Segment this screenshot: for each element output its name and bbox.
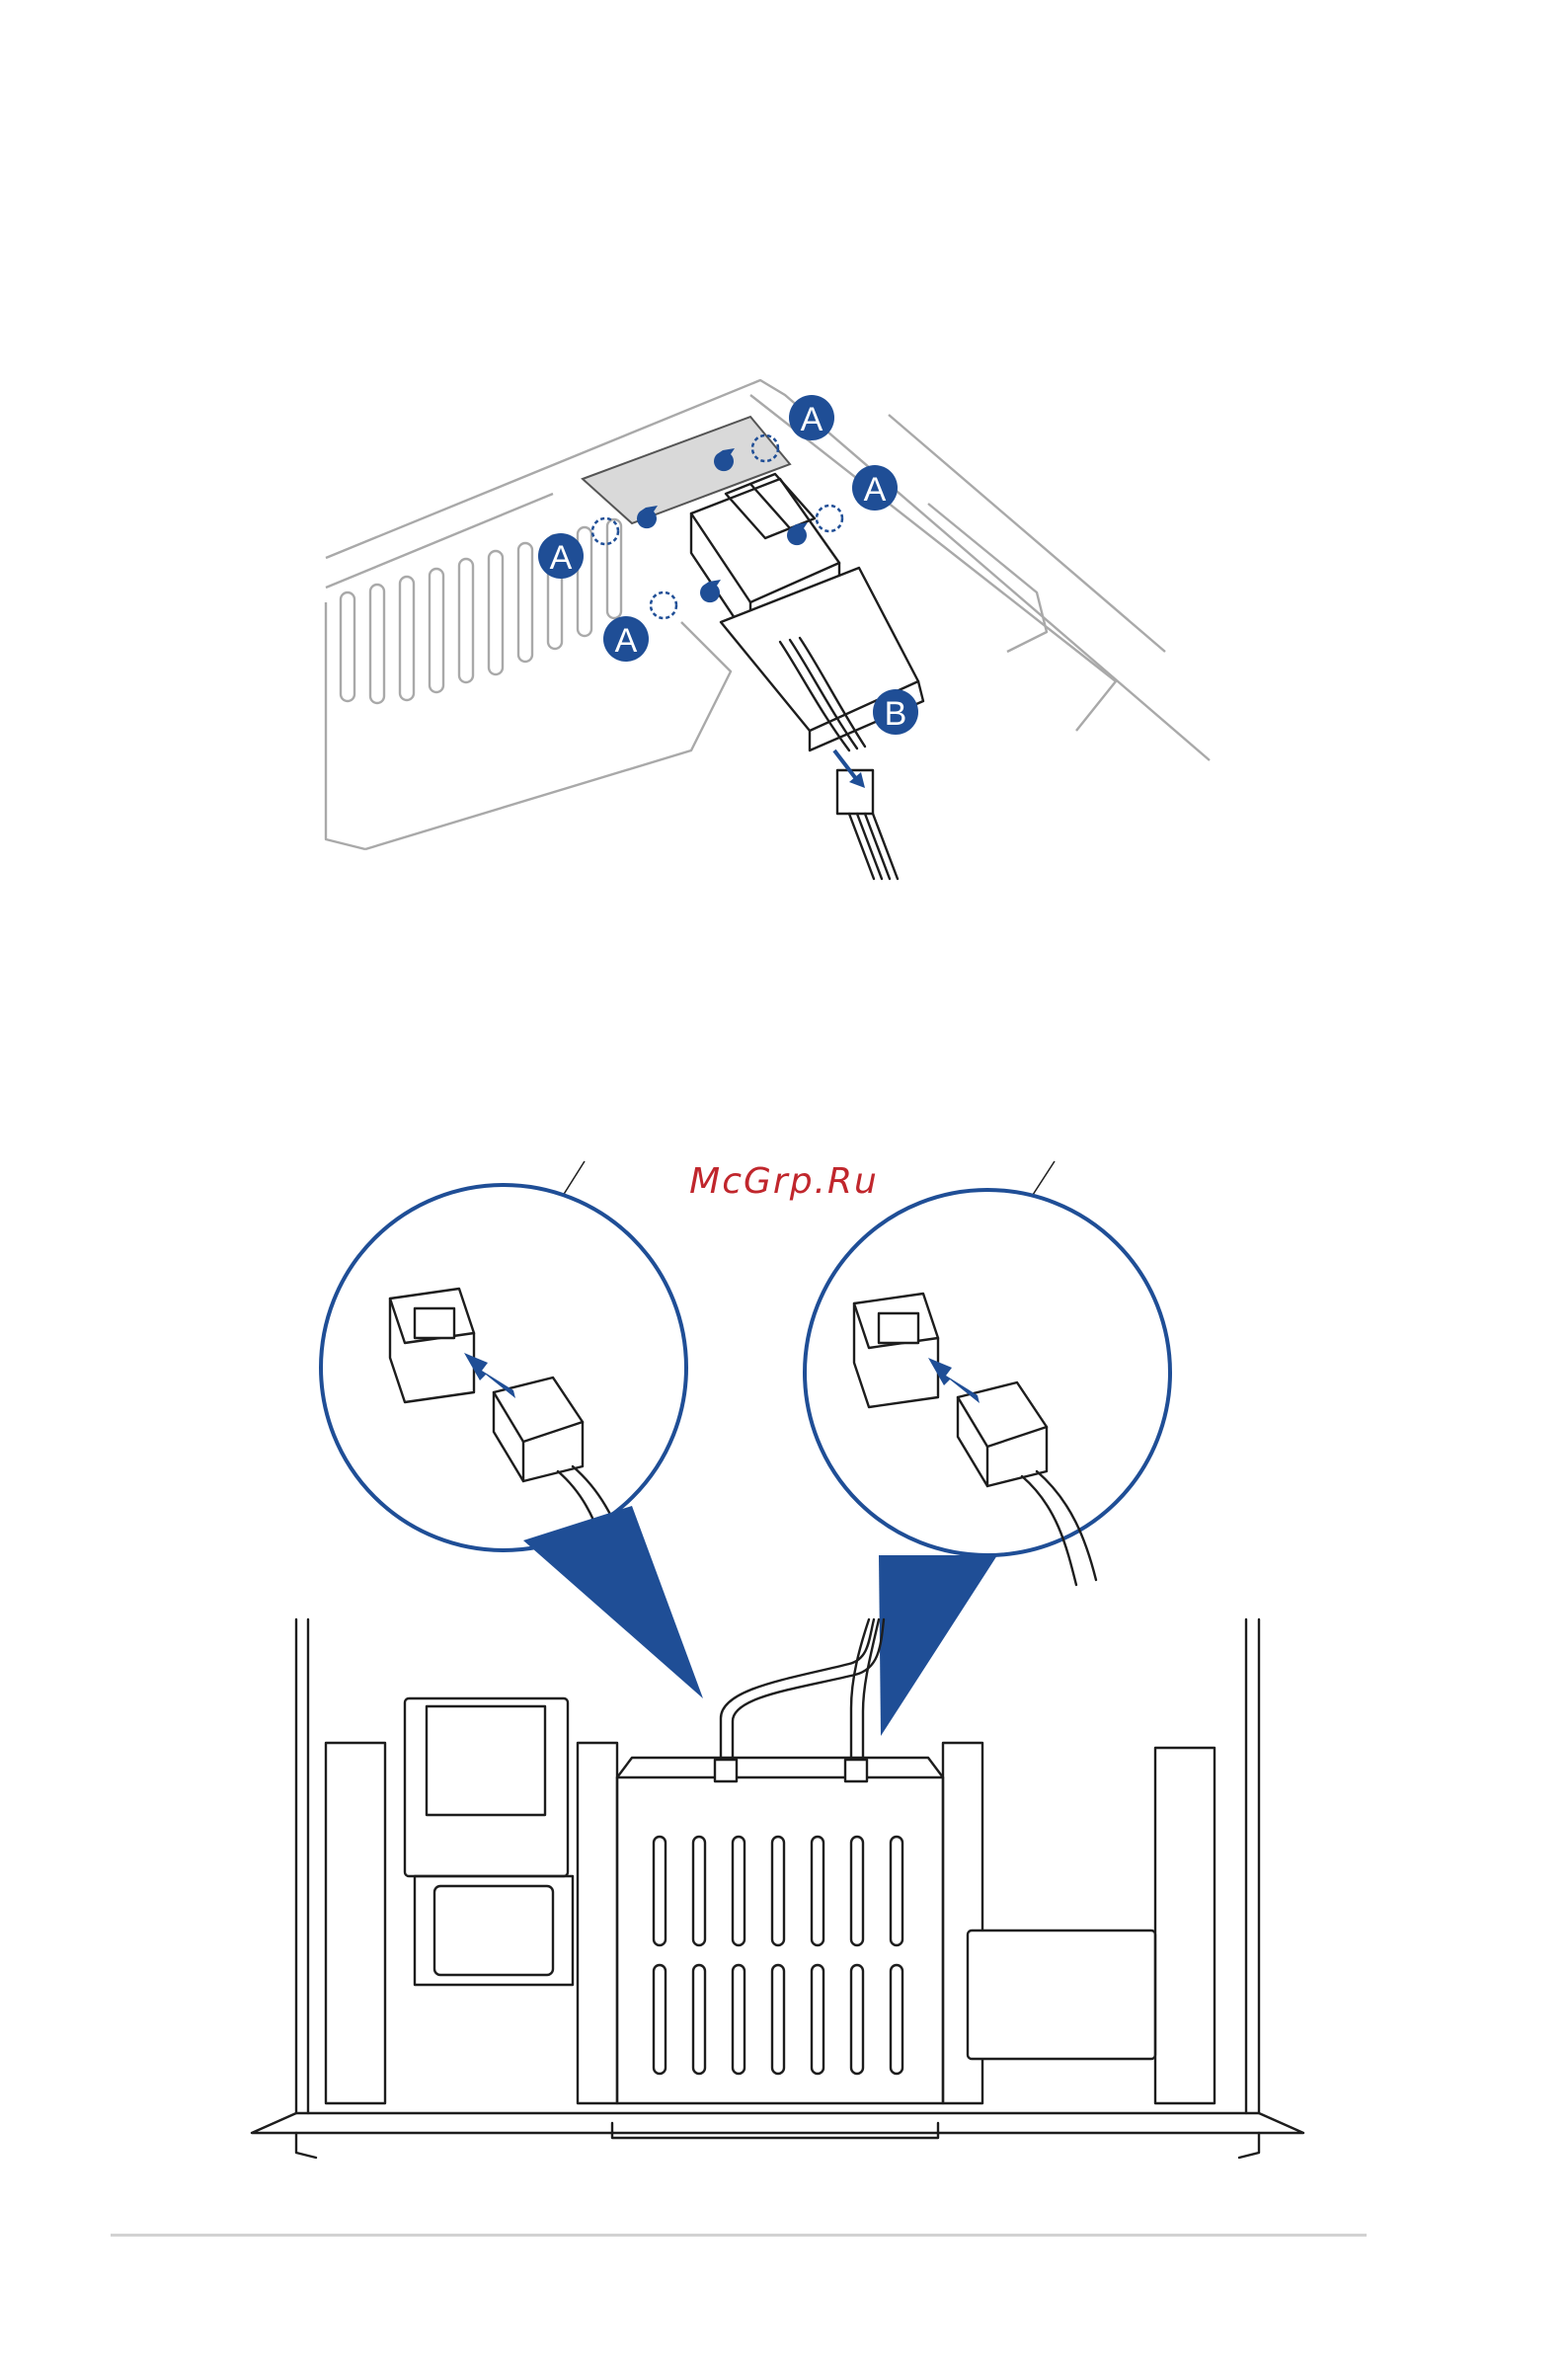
svg-text:A: A [864,471,887,509]
server-chassis [252,1619,1303,2158]
svg-text:A: A [615,622,638,660]
figure-fan-bracket: A A A A B [0,355,1568,889]
callout-a-4: A [852,465,898,511]
callout-a-2: A [603,616,649,662]
magnified-view-right [805,1190,1170,1585]
svg-text:A: A [550,539,573,577]
callout-a-3: A [789,395,834,440]
footer-rule [111,2234,1367,2237]
svg-text:B: B [885,695,907,733]
callout-a-1: A [538,533,584,579]
svg-text:A: A [801,401,823,438]
callout-b: B [873,689,918,735]
figure-cable-connection [0,1126,1568,2192]
